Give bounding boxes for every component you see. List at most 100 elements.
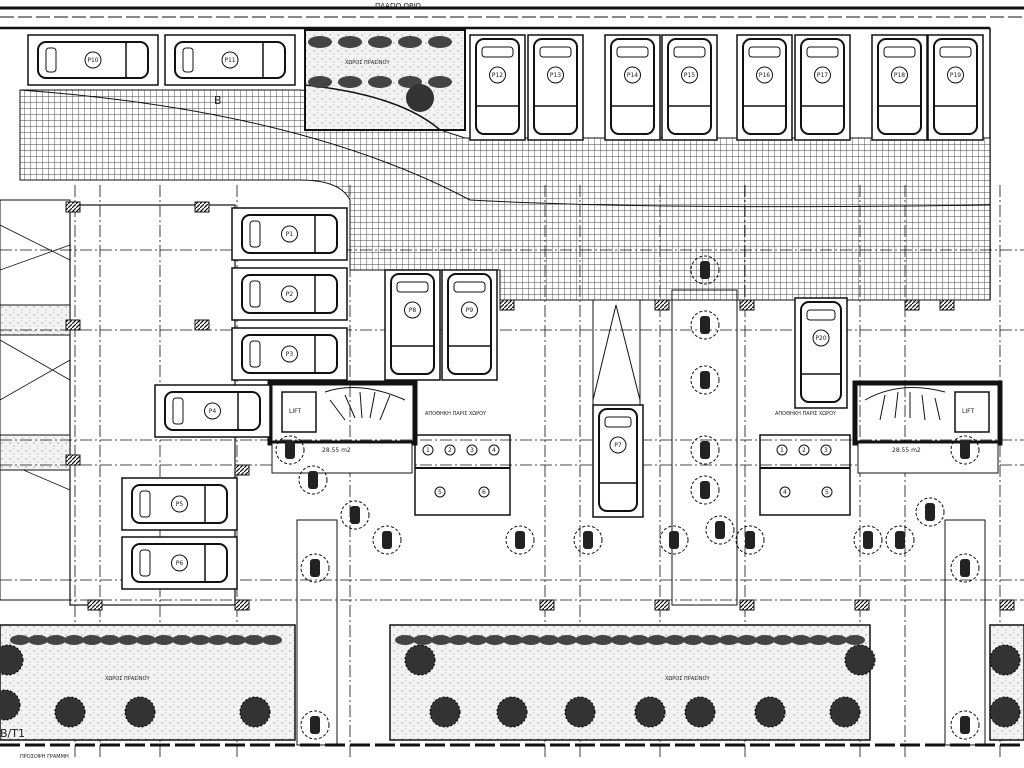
motorcycle-space [505, 525, 535, 555]
storage-unit-marker [422, 444, 434, 456]
parking-space: P20 [794, 297, 848, 409]
car-icon [800, 301, 842, 403]
hedge-icon [172, 635, 192, 645]
storage-unit-number: 2 [448, 447, 452, 454]
hedge-icon [28, 635, 48, 645]
motorcycle-icon [310, 716, 320, 734]
parking-number: P8 [409, 307, 417, 314]
hedge-icon [809, 635, 829, 645]
windshield [182, 47, 194, 73]
windshield [45, 47, 57, 73]
column [999, 599, 1015, 611]
parking-number: P7 [614, 442, 622, 449]
windshield [172, 397, 184, 425]
windshield [249, 220, 261, 248]
boundary-label: ΠΛΑΓΙΟ ΟΡΙΟ [375, 2, 421, 10]
motorcycle-space [340, 500, 370, 530]
car-icon [877, 38, 922, 135]
windshield [604, 416, 632, 428]
parking-number-circle [84, 51, 102, 69]
parking-number-circle [756, 66, 773, 84]
windshield [481, 46, 514, 58]
motorcycle-space [690, 365, 720, 395]
storage-unit-number: 4 [783, 489, 787, 496]
hedge-icon [82, 635, 102, 645]
parking-number: P17 [817, 72, 828, 79]
motorcycle-icon [310, 559, 320, 577]
hedge-icon [773, 635, 793, 645]
hedge-icon [629, 635, 649, 645]
motorcycle-space [950, 435, 980, 465]
storage-unit-marker [776, 444, 788, 456]
hedge-icon [611, 635, 631, 645]
storage-unit-number: 6 [482, 489, 486, 496]
storage-unit-marker [478, 486, 490, 498]
motorcycle-icon [960, 716, 970, 734]
windshield [806, 309, 836, 321]
hedge-icon [413, 635, 433, 645]
storage-unit-marker [434, 486, 446, 498]
tree-icon [844, 644, 876, 676]
parking-number-circle [812, 329, 830, 347]
parking-number: P14 [627, 72, 638, 79]
parking-space: P19 [927, 34, 984, 141]
hedge-icon [665, 635, 685, 645]
storage-unit-marker [444, 444, 456, 456]
parking-space: P17 [794, 34, 851, 141]
parking-number-circle [891, 66, 908, 84]
motorcycle-space [853, 525, 883, 555]
hedge-icon [791, 635, 811, 645]
motorcycle-turn-circle [950, 435, 980, 465]
parking-number-circle [171, 554, 188, 572]
tree-icon [404, 644, 436, 676]
parking-number-circle [609, 436, 627, 454]
car-icon [598, 408, 638, 512]
column [854, 599, 870, 611]
storage-unit-number: 5 [825, 489, 829, 496]
parking-space: P7 [592, 404, 644, 518]
motorcycle-space [573, 525, 603, 555]
column [499, 299, 515, 311]
hedge-icon [737, 635, 757, 645]
lift-label-left: LIFT [289, 408, 301, 415]
hedge-icon [244, 635, 264, 645]
parking-number: P18 [894, 72, 905, 79]
motorcycle-space [690, 310, 720, 340]
windshield [539, 46, 572, 58]
parking-number: P12 [492, 72, 503, 79]
storage-unit-marker [798, 444, 810, 456]
storage-left: ΑΠΟΘΗΚΗ ΠΑΡΙΣ ΧΩΡΟΥ [414, 411, 511, 516]
motorcycle-turn-circle [573, 525, 603, 555]
motorcycle-icon [700, 481, 710, 499]
parking-space: P12 [469, 34, 526, 141]
tree-icon [989, 644, 1021, 676]
car-icon [667, 38, 712, 135]
tree-icon [754, 696, 786, 728]
hedge-icon [827, 635, 847, 645]
parking-number-circle [681, 66, 698, 84]
motorcycle-turn-circle [853, 525, 883, 555]
motorcycle-turn-circle [690, 475, 720, 505]
motorcycle-icon [583, 531, 593, 549]
parking-space: P11 [164, 34, 296, 86]
column [739, 599, 755, 611]
parking-space: P18 [871, 34, 928, 141]
storage-unit-marker [779, 486, 791, 498]
core-right: LIFT 28.55 m2 [852, 380, 1003, 474]
motorcycle-space [690, 435, 720, 465]
motorcycle-space [659, 525, 689, 555]
garden-bottom-center [389, 624, 871, 741]
motorcycle-aisle [671, 289, 738, 606]
core-area-right: 28.55 m2 [892, 447, 921, 454]
windshield [139, 490, 151, 518]
garden-edge [304, 30, 466, 131]
parking-space: P6 [121, 536, 238, 590]
hedge-icon [190, 635, 210, 645]
hedge-icon [428, 76, 452, 88]
car-icon [800, 38, 845, 135]
parking-space: P16 [736, 34, 793, 141]
parking-number-circle [624, 66, 641, 84]
motorcycle-turn-circle [275, 435, 305, 465]
hedge-icon [308, 36, 332, 48]
